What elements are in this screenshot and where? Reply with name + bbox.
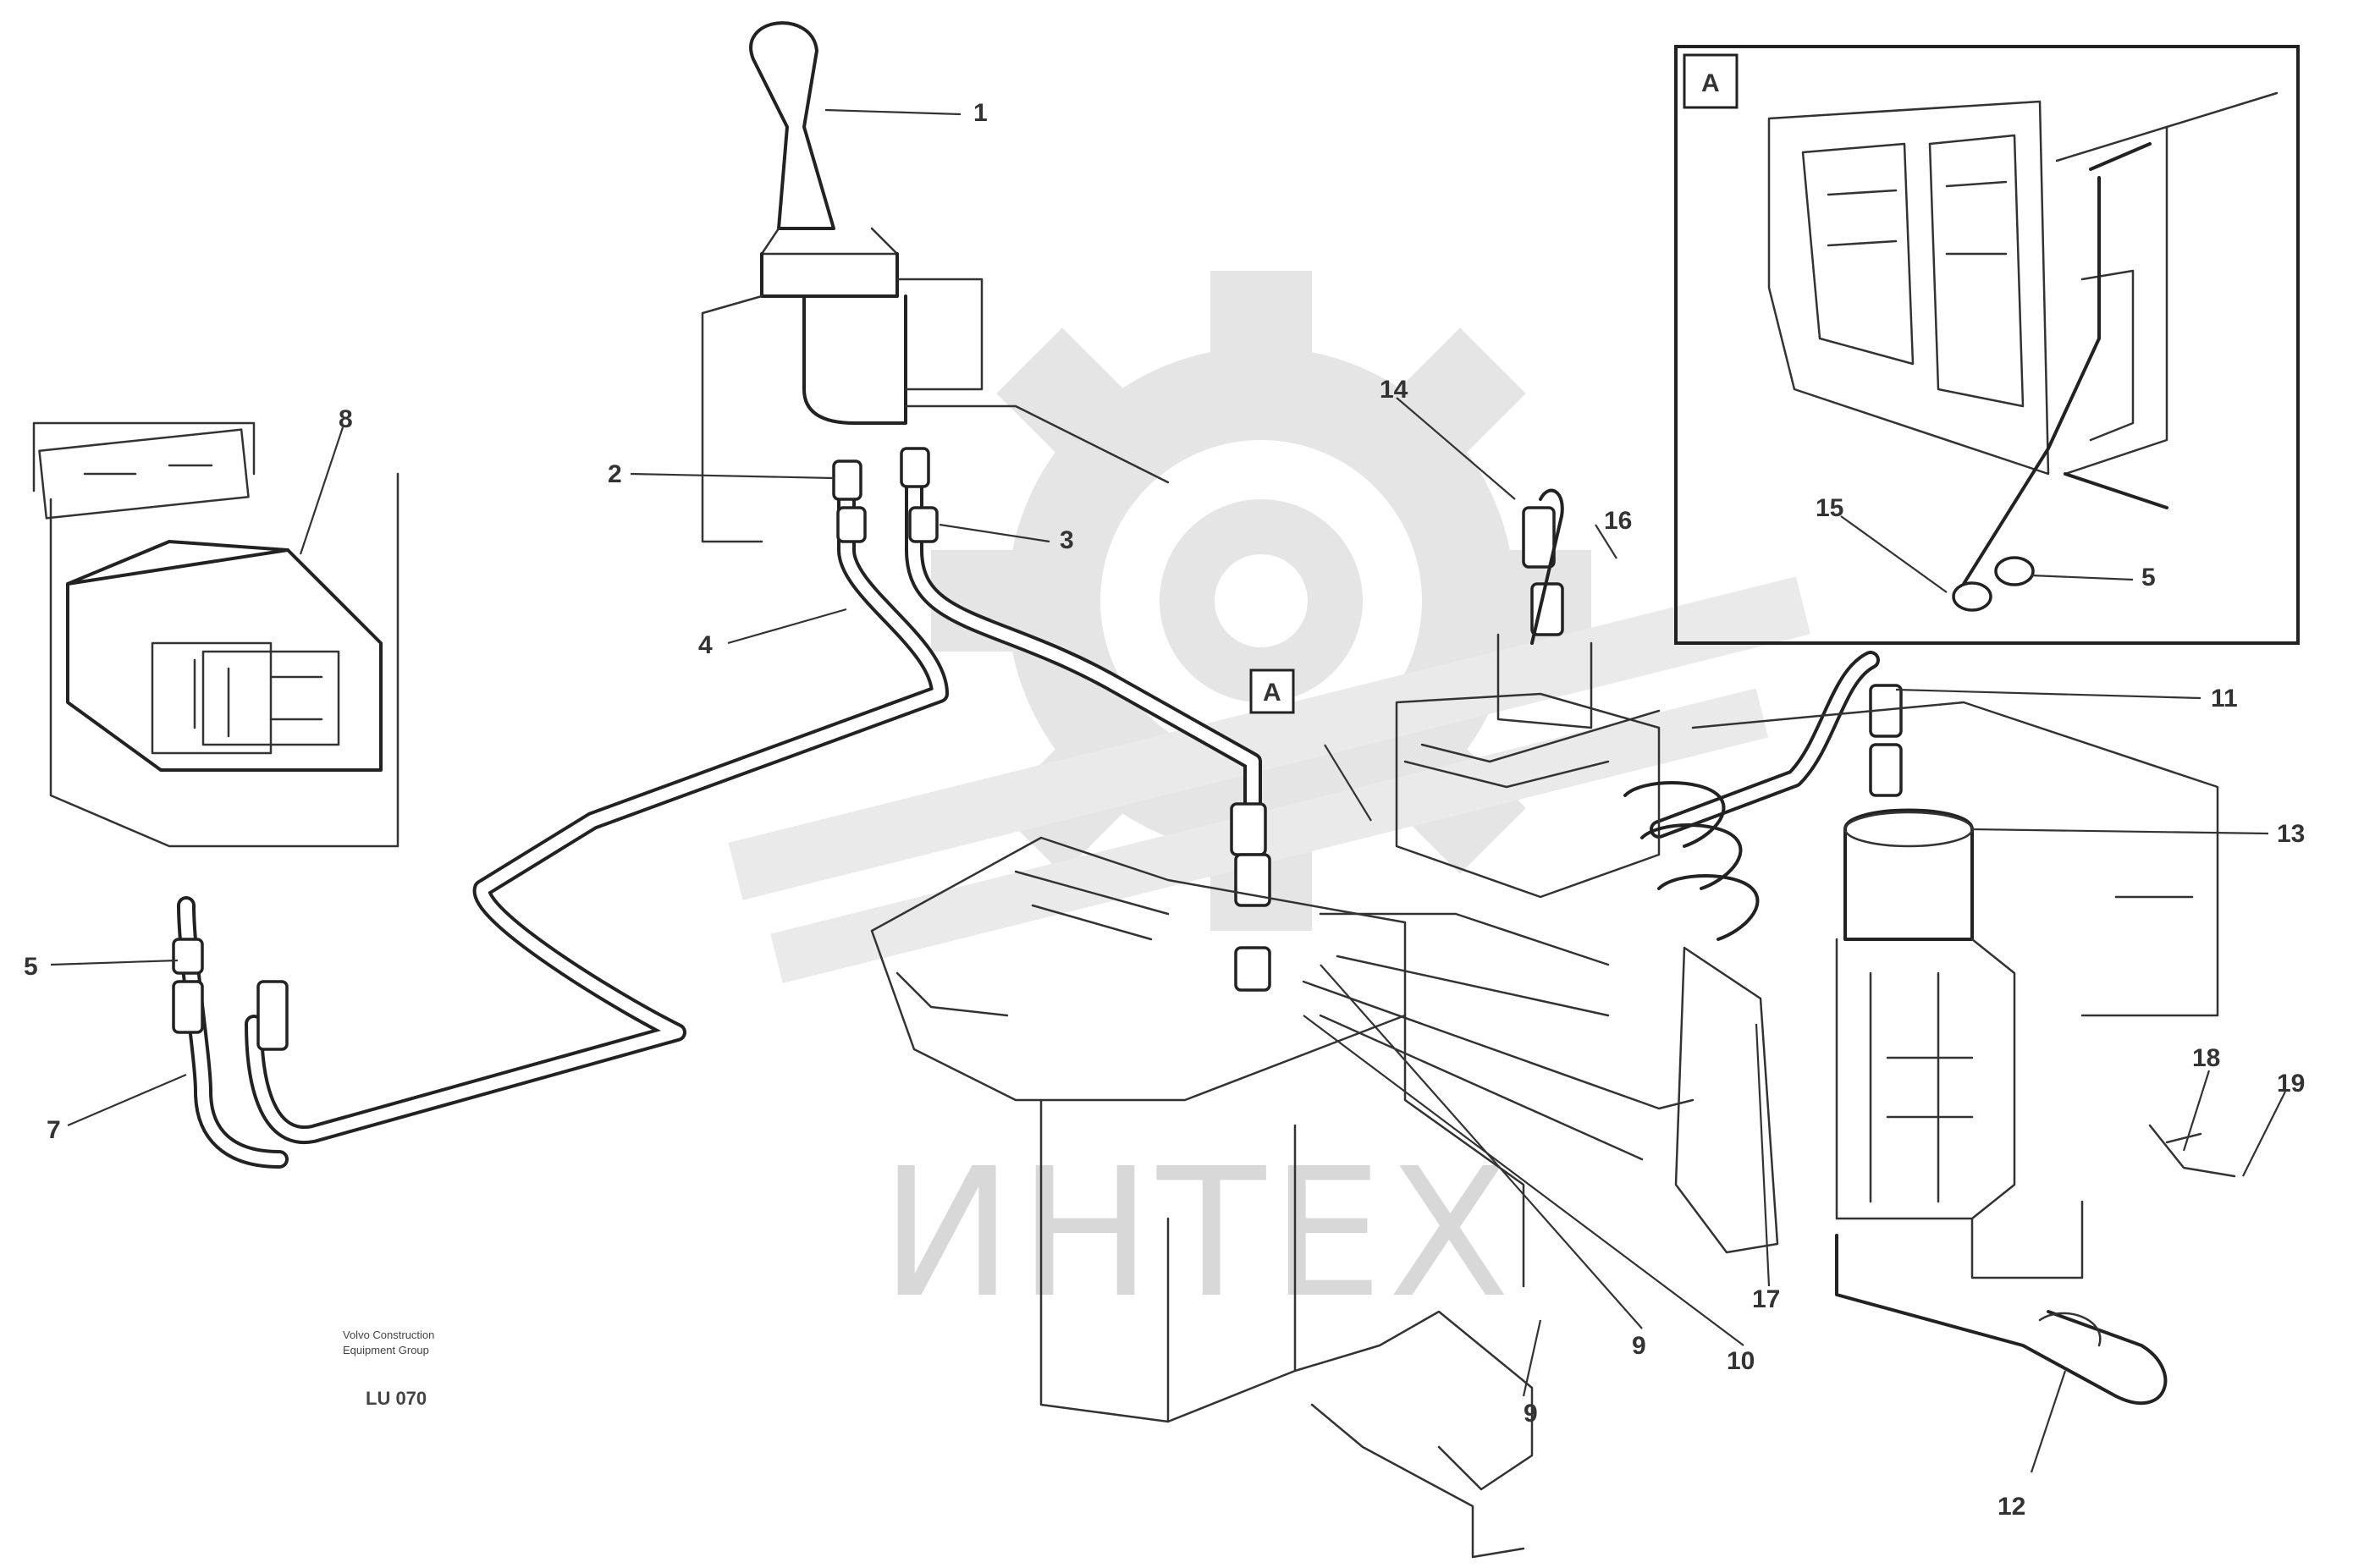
joystick-lever [701, 21, 1170, 543]
reference-line-1: Volvo Construction [343, 1329, 434, 1341]
lever-assembly [1420, 488, 1661, 763]
callout-8: 8 [339, 405, 353, 433]
callout-4: 4 [698, 631, 713, 659]
pilot-valve-block [32, 421, 400, 848]
callout-7: 7 [47, 1116, 61, 1144]
callout-12: 12 [1998, 1493, 2025, 1521]
callout-2: 2 [608, 460, 622, 488]
callout-19: 19 [2277, 1070, 2305, 1098]
control-valve-block [1302, 692, 1779, 1254]
callout-numbers: 1 2 3 4 8 5 7 9 10 9 11 12 13 14 16 15 5… [24, 99, 2305, 1521]
leader-lines [50, 108, 2286, 1473]
section-marker-a: A [1263, 679, 1281, 707]
callout-17: 17 [1752, 1285, 1780, 1313]
callout-9-lower: 9 [1524, 1400, 1538, 1428]
solenoid-valve [1691, 701, 2219, 1279]
bracket-part [1835, 1234, 2168, 1406]
callout-14: 14 [1380, 376, 1408, 404]
watermark-text: ИНТЕХ [880, 1130, 1515, 1337]
callout-9: 9 [1632, 1332, 1646, 1360]
callout-1: 1 [973, 99, 988, 127]
reference-line-2: Equipment Group [343, 1344, 429, 1356]
callout-18: 18 [2192, 1044, 2220, 1072]
callout-5-inset: 5 [2141, 564, 2156, 591]
callout-3: 3 [1060, 526, 1074, 554]
watermark: ИНТЕХ [728, 271, 1810, 1337]
machine-frame [870, 836, 1534, 1559]
callout-10: 10 [1727, 1347, 1755, 1375]
reference-block: Volvo Construction Equipment Group LU 07… [343, 1329, 434, 1409]
callout-15: 15 [1816, 494, 1843, 522]
callout-13: 13 [2277, 820, 2305, 848]
reference-code: LU 070 [366, 1388, 427, 1409]
callout-5: 5 [24, 953, 38, 981]
callout-11: 11 [2211, 685, 2238, 712]
detail-label: A [1701, 69, 1720, 97]
small-clip-parts [2148, 1124, 2236, 1178]
detail-inset: A [1674, 45, 2300, 645]
callout-16: 16 [1604, 507, 1632, 535]
